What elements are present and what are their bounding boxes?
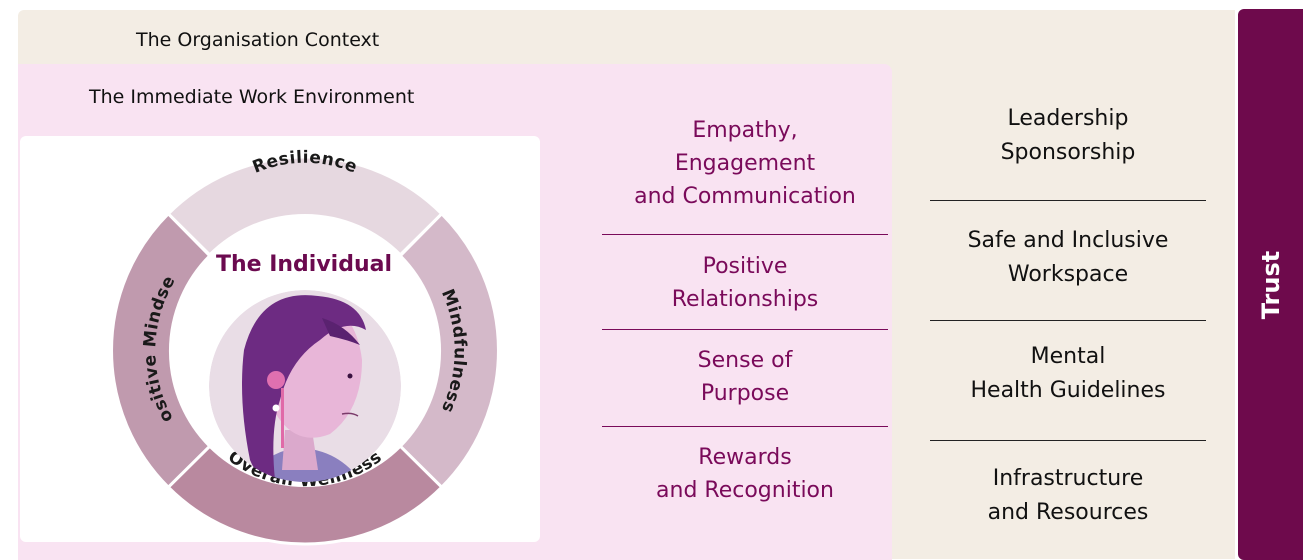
ring-segment-left xyxy=(110,211,212,490)
ring-label-positive-mindset: Positive Mindset xyxy=(0,0,180,426)
factor-mental-health-guidelines: Mental Health Guidelines xyxy=(930,340,1206,408)
factor-line: Leadership xyxy=(1007,106,1129,131)
divider xyxy=(930,200,1206,201)
factor-line: Purpose xyxy=(700,381,790,406)
factor-line: Sense of xyxy=(697,348,793,373)
factor-infrastructure-resources: Infrastructure and Resources xyxy=(930,462,1206,530)
divider xyxy=(602,329,888,330)
ring-segment-right xyxy=(398,211,500,490)
organisation-context-title: The Organisation Context xyxy=(136,29,380,51)
factor-leadership-sponsorship: Leadership Sponsorship xyxy=(930,102,1206,170)
factor-safe-inclusive-workspace: Safe and Inclusive Workspace xyxy=(930,224,1206,292)
factor-line: Positive xyxy=(702,254,788,279)
ring-segment-bottom xyxy=(166,444,444,546)
factor-line: and Recognition xyxy=(656,478,834,503)
ring-segment-top xyxy=(166,155,444,257)
factor-line: Mental xyxy=(1030,344,1106,369)
individual-title: The Individual xyxy=(215,252,393,277)
factor-line: Rewards xyxy=(698,445,792,470)
factor-line: Engagement xyxy=(674,151,816,176)
divider xyxy=(602,426,888,427)
factor-line: Relationships xyxy=(671,287,819,312)
factor-line: Infrastructure xyxy=(992,466,1144,491)
divider xyxy=(602,234,888,235)
factor-sense-of-purpose: Sense of Purpose xyxy=(602,344,888,410)
work-environment-title: The Immediate Work Environment xyxy=(89,86,415,108)
factor-line: Workspace xyxy=(1007,262,1129,287)
factor-empathy-engagement-communication: Empathy, Engagement and Communication xyxy=(602,114,888,213)
person-illustration xyxy=(209,290,401,482)
divider xyxy=(930,440,1206,441)
factor-line: Safe and Inclusive xyxy=(967,228,1169,253)
factor-line: and Resources xyxy=(987,500,1149,525)
factor-line: Empathy, xyxy=(692,118,798,143)
factor-rewards-recognition: Rewards and Recognition xyxy=(602,441,888,507)
trust-label: Trust xyxy=(1256,250,1285,319)
divider xyxy=(930,320,1206,321)
factor-line: Sponsorship xyxy=(1000,140,1136,165)
factor-line: and Communication xyxy=(634,184,856,209)
trust-bar: Trust xyxy=(1238,9,1303,560)
factor-positive-relationships: Positive Relationships xyxy=(602,250,888,316)
factor-line: Health Guidelines xyxy=(970,378,1166,403)
